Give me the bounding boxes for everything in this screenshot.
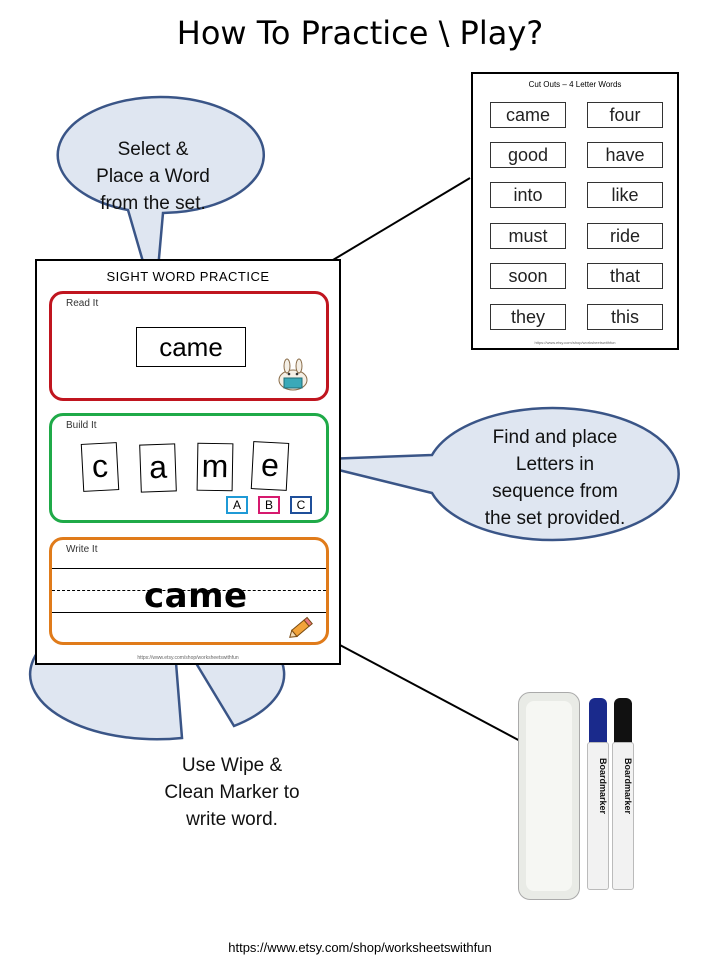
word-tile[interactable]: they xyxy=(490,304,566,330)
marker-black: Boardmarker xyxy=(612,698,634,894)
pencil-icon xyxy=(289,616,313,638)
marker-brand-label: Boardmarker xyxy=(598,758,608,815)
word-tile[interactable]: soon xyxy=(490,263,566,289)
marker-body xyxy=(612,742,634,890)
marker-cap xyxy=(589,698,607,746)
letter-tile[interactable]: c xyxy=(80,442,120,492)
worksheet-title: SIGHT WORD PRACTICE xyxy=(106,269,270,284)
marker-cap xyxy=(614,698,632,746)
write-it-panel: Write It came xyxy=(49,537,329,645)
cutout-sheet-url: https://www.etsy.com/shop/worksheetswith… xyxy=(534,340,616,345)
bubble-wipe-line: write word. xyxy=(186,809,278,830)
abc-box-c: C xyxy=(290,496,312,514)
bubble-wipe: Use Wipe & Clean Marker to write word. xyxy=(132,752,332,833)
marker-blue: Boardmarker xyxy=(587,698,609,894)
bubble-wipe-line: Use Wipe & xyxy=(181,755,283,776)
bubble-find-shape xyxy=(297,406,680,542)
word-tile[interactable]: ride xyxy=(587,223,663,249)
worksheet-url: https://www.etsy.com/shop/worksheetswith… xyxy=(137,655,239,661)
practice-worksheet: SIGHT WORD PRACTICE Read It came Build I… xyxy=(35,259,341,665)
page-title: How To Practice \ Play? xyxy=(176,14,544,52)
bubble-find: Find and place Letters in sequence from … xyxy=(450,424,660,532)
whiteboard-eraser xyxy=(518,692,580,900)
cutout-sheet: Cut Outs – 4 Letter Words came four good… xyxy=(471,72,679,350)
bunny-reading-icon xyxy=(278,358,308,391)
build-it-label: Build It xyxy=(66,420,97,431)
abc-box-a: A xyxy=(226,496,248,514)
eraser-pad xyxy=(526,701,572,891)
bubble-select-line: Select & xyxy=(117,139,189,160)
word-tile[interactable]: like xyxy=(587,182,663,208)
read-it-label: Read It xyxy=(66,298,99,309)
read-it-panel: Read It came xyxy=(49,291,329,401)
bubble-find-line: the set provided. xyxy=(484,508,626,529)
marker-body xyxy=(587,742,609,890)
bubble-wipe-line: Clean Marker to xyxy=(164,782,300,803)
word-tile[interactable]: must xyxy=(490,223,566,249)
word-tile[interactable]: into xyxy=(490,182,566,208)
letter-tile[interactable]: e xyxy=(250,441,290,491)
word-tile[interactable]: this xyxy=(587,304,663,330)
letter-tile[interactable]: a xyxy=(139,443,177,493)
written-word[interactable]: came xyxy=(144,576,248,616)
word-tile[interactable]: have xyxy=(587,142,663,168)
footer-url: https://www.etsy.com/shop/worksheetswith… xyxy=(228,940,492,955)
bubble-select: Select & Place a Word from the set. xyxy=(58,136,248,217)
read-word-box[interactable]: came xyxy=(136,327,246,367)
cutout-sheet-title: Cut Outs – 4 Letter Words xyxy=(528,80,622,89)
letter-tile[interactable]: m xyxy=(196,442,234,492)
marker-brand-label: Boardmarker xyxy=(623,758,633,815)
bubble-find-line: Letters in xyxy=(515,454,595,475)
word-tile[interactable]: that xyxy=(587,263,663,289)
write-it-label: Write It xyxy=(66,544,98,555)
word-tile[interactable]: four xyxy=(587,102,663,128)
bubble-find-line: sequence from xyxy=(492,481,618,502)
build-it-panel: Build It c a m e A B C xyxy=(49,413,329,523)
bubble-find-line: Find and place xyxy=(492,427,618,448)
word-tile[interactable]: came xyxy=(490,102,566,128)
writing-line-base xyxy=(52,612,326,613)
writing-line-middle xyxy=(52,590,326,591)
abc-box-b: B xyxy=(258,496,280,514)
bubble-select-shape xyxy=(56,95,266,304)
bubble-select-line: from the set. xyxy=(100,193,206,214)
bubble-select-line: Place a Word xyxy=(96,166,210,187)
word-tile[interactable]: good xyxy=(490,142,566,168)
writing-line-top xyxy=(52,568,326,569)
